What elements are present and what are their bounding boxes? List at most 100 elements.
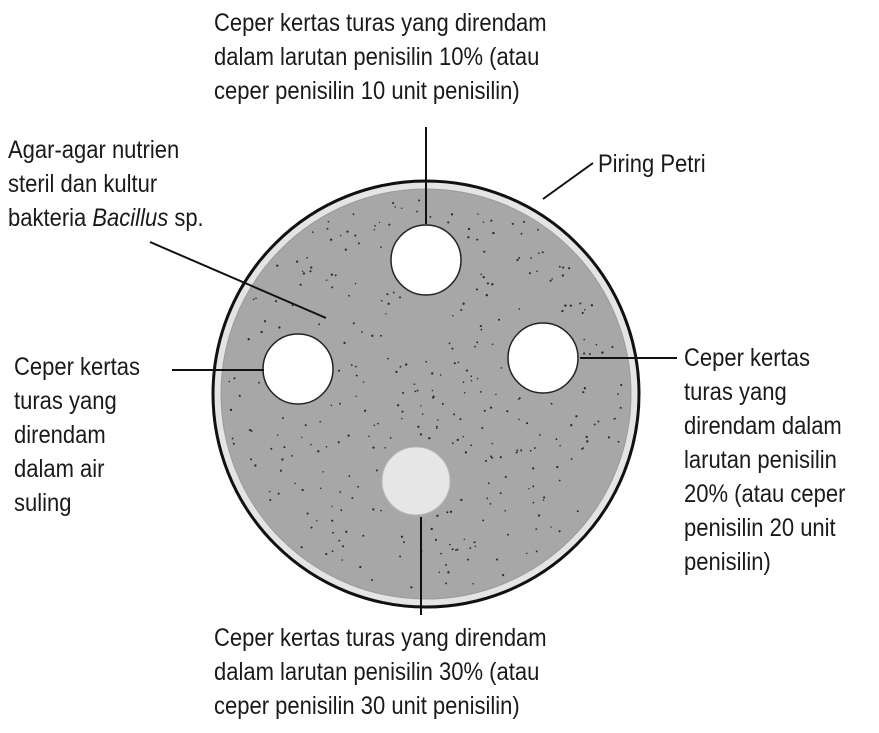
bacteria-dot (481, 426, 484, 430)
bacteria-dot (555, 438, 558, 441)
bacteria-dot (418, 199, 421, 202)
bacteria-dot (588, 353, 591, 356)
bacteria-dot (518, 418, 520, 421)
bacteria-dot (400, 535, 404, 538)
bacteria-dot (470, 379, 473, 382)
bacteria-dot (322, 471, 324, 473)
bacteria-dot (339, 402, 341, 405)
bacteria-dot (479, 390, 482, 393)
bacteria-dot (499, 456, 502, 459)
bacteria-dot (491, 456, 493, 459)
label-line: turas yang (684, 378, 787, 406)
bacteria-dot (559, 444, 561, 447)
bacteria-dot (363, 409, 367, 412)
bacteria-dot (428, 437, 431, 440)
label-penicillin-30-disc: Ceper kertas turas yang direndam dalam l… (214, 621, 547, 723)
bacteria-dot (453, 413, 456, 416)
label-text: sp. (168, 204, 204, 232)
bacteria-dot (482, 519, 485, 522)
label-line: dalam larutan penisilin 30% (atau (214, 658, 540, 686)
agar-medium (221, 189, 631, 599)
bacteria-dot (352, 213, 355, 216)
bacteria-dot (276, 264, 279, 267)
bacteria-dot (453, 362, 456, 365)
bacteria-dot (549, 279, 552, 282)
bacteria-dot (523, 220, 526, 223)
bacteria-dot (536, 228, 539, 231)
bacteria-dot (327, 220, 330, 223)
bacteria-dot (467, 227, 471, 231)
leader-line-petri (542, 162, 594, 200)
bacteria-dot (562, 266, 565, 269)
species-name: Bacillus (92, 204, 169, 232)
bacteria-dot (332, 531, 335, 534)
bacteria-dot (250, 458, 253, 461)
bacteria-dot (413, 383, 416, 386)
bacteria-dot (495, 393, 497, 396)
bacteria-dot (476, 238, 479, 241)
bacteria-dot (480, 328, 483, 331)
bacteria-dot (410, 586, 413, 589)
bacteria-dot (472, 583, 474, 585)
bacteria-dot (405, 363, 408, 366)
bacteria-dot (371, 579, 374, 581)
bacteria-dot (607, 436, 611, 439)
bacteria-dot (337, 441, 340, 444)
bacteria-dot (279, 469, 282, 472)
label-line: Agar-agar nutrien (8, 136, 180, 164)
bacteria-dot (337, 369, 341, 372)
bacteria-dot (469, 547, 472, 550)
bacteria-dot (281, 458, 284, 461)
bacteria-dot (310, 266, 313, 269)
label-agar-medium: Agar-agar nutrien steril dan kultur bakt… (8, 133, 204, 235)
bacteria-dot (532, 501, 535, 504)
bacteria-dot (295, 260, 299, 263)
bacteria-dot (463, 538, 466, 541)
bacteria-dot (550, 402, 553, 405)
label-line: Ceper kertas turas yang direndam (214, 9, 547, 37)
bacteria-dot (309, 270, 312, 273)
label-line: turas yang (14, 387, 117, 415)
bacteria-dot (431, 372, 434, 375)
bacteria-dot (490, 219, 493, 222)
bacteria-dot (325, 553, 328, 556)
bacteria-dot (558, 479, 561, 482)
bacteria-dot (482, 275, 485, 279)
bacteria-dot (491, 283, 494, 286)
bacteria-dot (593, 423, 596, 426)
bacteria-dot (487, 482, 490, 485)
bacteria-dot (476, 377, 479, 380)
bacteria-dot (277, 492, 280, 495)
bacteria-dot (558, 265, 561, 268)
bacteria-dot (416, 210, 418, 213)
bacteria-dot (475, 288, 478, 291)
bacteria-dot (517, 398, 520, 400)
bacteria-dot (455, 549, 457, 551)
bacteria-dot (617, 440, 620, 443)
bacteria-dot (449, 510, 453, 513)
bacteria-dot (387, 302, 390, 305)
bacteria-dot (520, 232, 523, 235)
bacteria-dot (583, 387, 587, 390)
label-line: suling (14, 489, 72, 517)
bacteria-dot (582, 447, 585, 449)
bacteria-dot (354, 282, 357, 285)
bacteria-dot (347, 434, 350, 437)
bacteria-dot (373, 424, 376, 427)
bacteria-dot (274, 300, 278, 303)
label-line: Piring Petri (598, 150, 706, 178)
bacteria-dot (338, 539, 341, 542)
bacteria-dot (520, 449, 523, 452)
bacteria-dot (403, 541, 405, 544)
bacteria-dot (448, 342, 451, 345)
bacteria-dot (255, 297, 257, 300)
label-line: dalam larutan penisilin 10% (atau (214, 43, 540, 71)
bacteria-dot (318, 323, 321, 326)
bacteria-colony-dots (228, 199, 623, 589)
bacteria-dot (421, 413, 424, 416)
bacteria-dot (459, 418, 462, 421)
bacteria-dot (380, 334, 382, 337)
bacteria-dot (516, 449, 519, 452)
